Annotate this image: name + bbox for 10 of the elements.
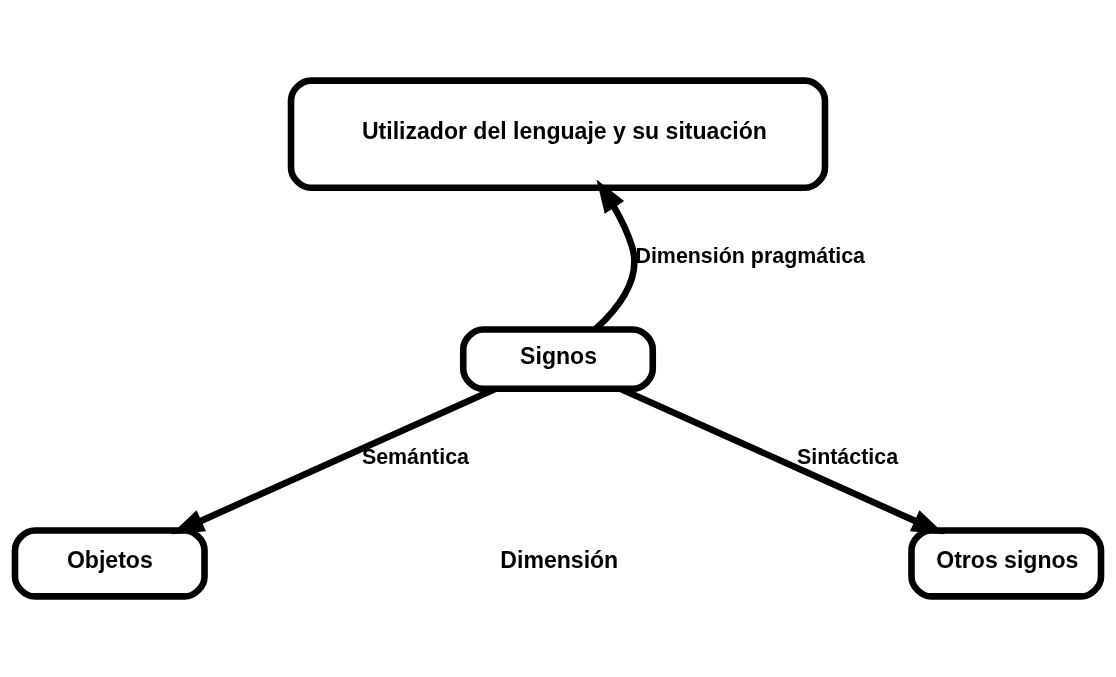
node-box: Otros signos [908, 527, 1105, 600]
edge-label: Semántica [361, 444, 469, 469]
edge-label: Dimensión pragmática [635, 243, 866, 268]
label: Dimensión [500, 546, 619, 573]
node-box: Utilizador del lenguaje y su situación [287, 77, 829, 191]
arrow [171, 385, 497, 535]
node-box: Objetos [11, 527, 208, 600]
node-box: Signos [459, 326, 657, 393]
edge-label: Sintáctica [796, 444, 899, 469]
arrow [619, 385, 945, 535]
